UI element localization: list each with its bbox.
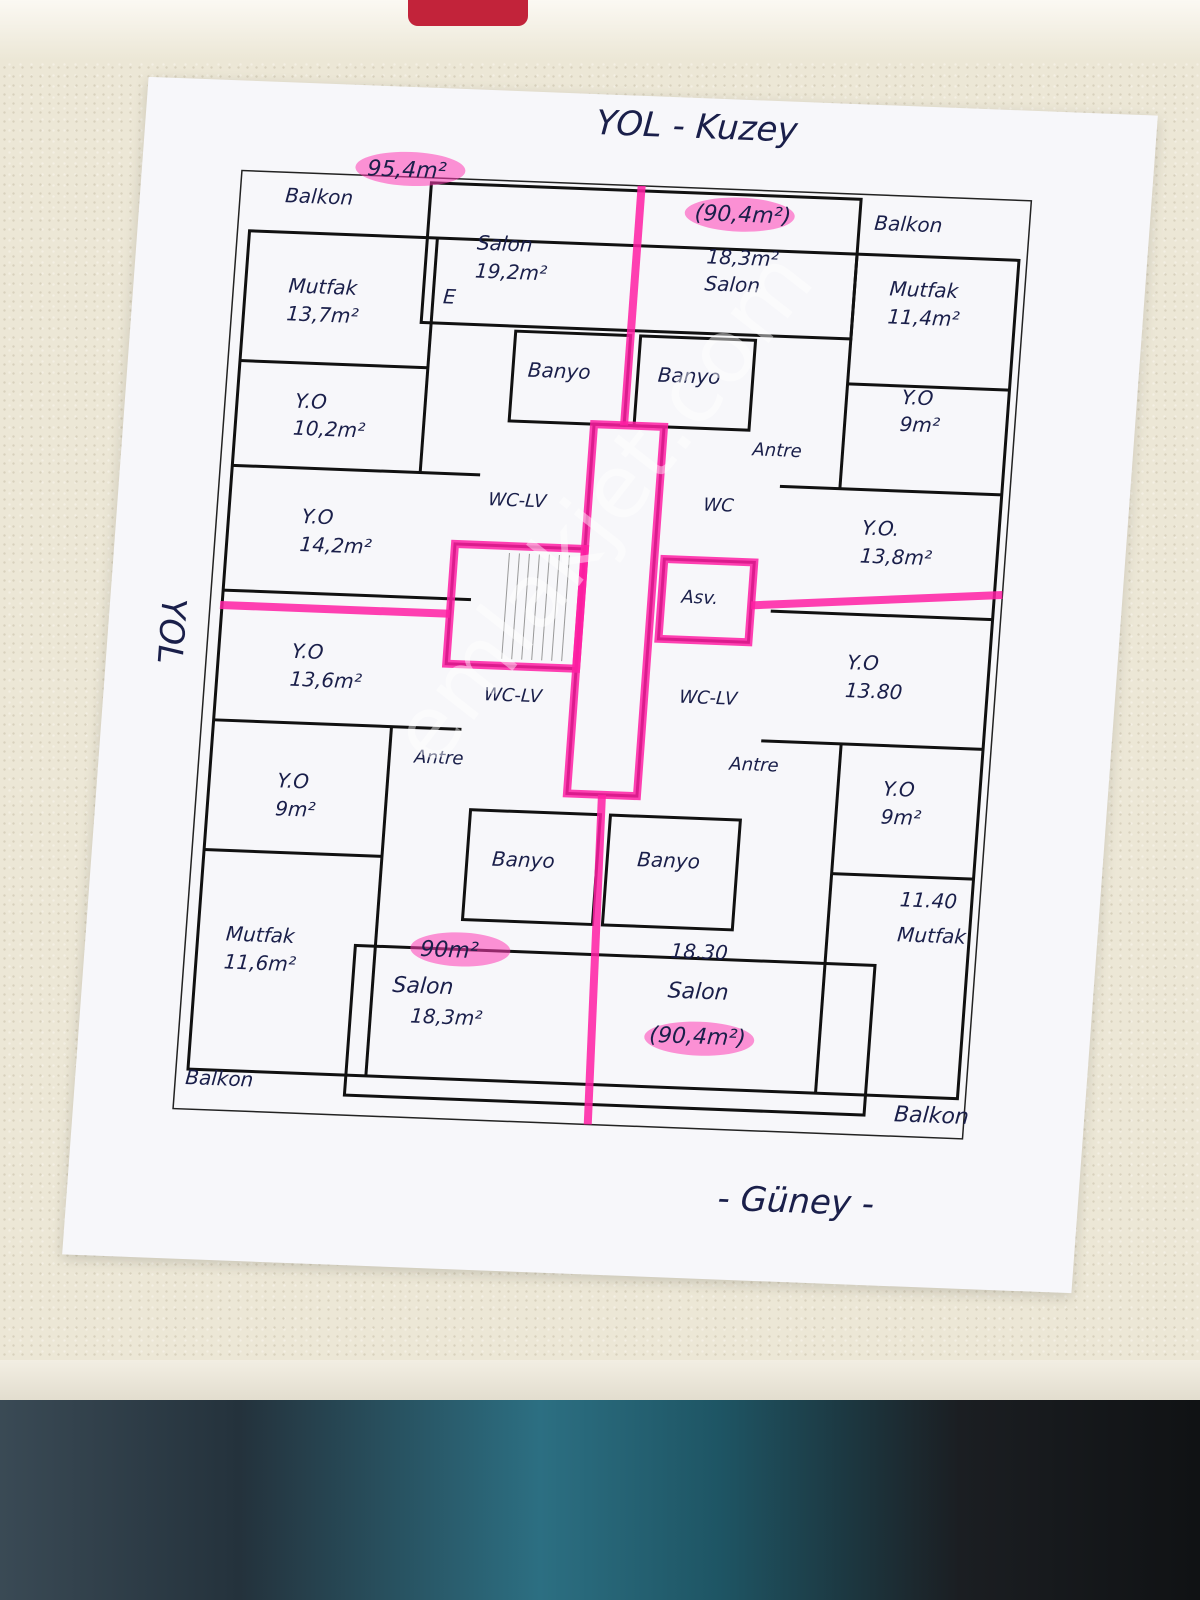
top-right-kitchen-area: 11,4m² <box>887 304 961 331</box>
wall-line <box>213 718 462 731</box>
top-right-hall: Antre <box>751 439 803 462</box>
bottom-left-balcony: Balkon <box>185 1065 255 1092</box>
highlight-total-bottom-left <box>410 932 511 967</box>
bottom-right-room2-area: 9m² <box>880 805 922 830</box>
bottom-left-bath: Banyo <box>491 847 555 873</box>
bottom-right-living: Salon <box>667 978 730 1005</box>
wall-line <box>761 739 984 751</box>
wall-line <box>418 237 439 473</box>
top-right-kitchen: Mutfak <box>889 276 961 303</box>
highlight-total-top-right <box>684 197 795 232</box>
top-right-bath: Banyo <box>657 363 721 389</box>
wall-line <box>232 463 481 477</box>
table-top-strip <box>0 0 1200 60</box>
bottom-left-room1: Y.O <box>291 639 324 664</box>
top-right-room1: Y.O <box>901 385 934 410</box>
floor-plan-drawing: YOL - Kuzey - Güney - YOL 95,4m² Balkon … <box>149 103 1033 1225</box>
wall-line <box>364 726 393 1076</box>
top-left-total: 95,4m² <box>366 156 447 184</box>
top-left-room1-area: 10,2m² <box>292 416 366 443</box>
plan-main-wall <box>186 229 1021 1101</box>
top-left-room2: Y.O <box>301 504 334 529</box>
highlight-service <box>654 554 759 647</box>
wall-line <box>239 359 428 370</box>
bathroom-top-right <box>632 334 758 432</box>
highlight-total-top-left <box>355 151 466 187</box>
highlight-divider-right <box>751 591 1003 610</box>
bottom-right-kitchen-area: 11.40 <box>899 887 958 913</box>
highlight-divider-bottom <box>583 794 606 1125</box>
highlight-divider-left <box>219 600 451 618</box>
bottom-left-living-area: 18,3m² <box>409 1004 483 1031</box>
plan-outer-frame <box>172 169 1033 1140</box>
bottom-left-room2: Y.O <box>276 768 309 793</box>
floor-plan-paper: YOL - Kuzey - Güney - YOL 95,4m² Balkon … <box>62 76 1158 1294</box>
bottom-left-total: 90m² <box>419 937 479 964</box>
top-left-bath: Banyo <box>527 358 591 384</box>
bottom-right-room1-area: 13.80 <box>844 678 903 704</box>
wall-line <box>770 609 993 622</box>
top-left-living: Salon <box>476 231 533 257</box>
wall-line <box>838 254 859 489</box>
wall-line <box>814 743 843 1094</box>
bottom-right-total: (90,4m²) <box>648 1023 746 1052</box>
top-left-wc: WC-LV <box>488 489 549 512</box>
bottom-left-living: Salon <box>392 973 455 1000</box>
top-left-room2-area: 14,2m² <box>299 532 373 559</box>
bottom-right-living-area: 18.30 <box>670 939 729 965</box>
north-heading: YOL - Kuzey <box>595 103 800 151</box>
wall-line <box>831 872 974 881</box>
top-left-kitchen-area: 13,7m² <box>286 301 360 328</box>
bathroom-bottom-right <box>600 813 742 932</box>
bottom-living-block <box>342 943 877 1117</box>
bottom-left-hall: Antre <box>413 747 465 770</box>
bottom-left-kitchen: Mutfak <box>225 921 297 948</box>
wall-line <box>779 484 1002 497</box>
wall-line <box>847 382 1010 392</box>
wall-line <box>203 848 383 858</box>
bottom-right-balcony: Balkon <box>893 1102 970 1130</box>
top-right-living: Salon <box>704 271 761 297</box>
top-left-living-area: 19,2m² <box>474 259 548 286</box>
top-right-room2-area: 13,8m² <box>859 544 933 571</box>
bottom-left-kitchen-area: 11,6m² <box>223 949 297 976</box>
top-right-wc: WC <box>703 494 735 516</box>
top-right-balcony: Balkon <box>874 211 944 238</box>
top-left-kitchen: Mutfak <box>288 273 360 300</box>
bottom-right-bath: Banyo <box>636 847 700 873</box>
top-right-total: (90,4m²) <box>694 201 792 230</box>
bottom-right-hall: Antre <box>728 754 780 777</box>
top-left-entry-mark: E <box>442 284 457 308</box>
top-right-living-area: 18,3m² <box>706 244 780 271</box>
bottom-left-wc: WC-LV <box>483 684 544 707</box>
top-right-service: Asv. <box>680 587 719 609</box>
west-road-label: YOL <box>149 597 194 664</box>
south-heading: - Güney - <box>716 1179 875 1225</box>
bottom-right-kitchen: Mutfak <box>896 922 968 949</box>
highlight-stair <box>441 539 590 673</box>
red-object <box>408 0 528 26</box>
floor-background <box>0 1400 1200 1600</box>
highlight-total-bottom-right <box>644 1021 755 1056</box>
wall-line <box>223 588 472 602</box>
top-left-room1: Y.O <box>294 389 327 414</box>
stair-steps <box>501 553 570 662</box>
bottom-left-room2-area: 9m² <box>274 796 316 821</box>
bottom-right-room1: Y.O <box>846 650 879 675</box>
top-right-room1-area: 9m² <box>899 412 941 437</box>
top-left-balcony: Balkon <box>284 183 354 210</box>
top-right-room2: Y.O. <box>861 516 900 541</box>
highlight-divider-top <box>620 185 646 426</box>
bottom-right-room2: Y.O <box>882 777 915 802</box>
bottom-right-wc: WC-LV <box>678 687 739 710</box>
bottom-left-room1-area: 13,6m² <box>289 667 363 694</box>
